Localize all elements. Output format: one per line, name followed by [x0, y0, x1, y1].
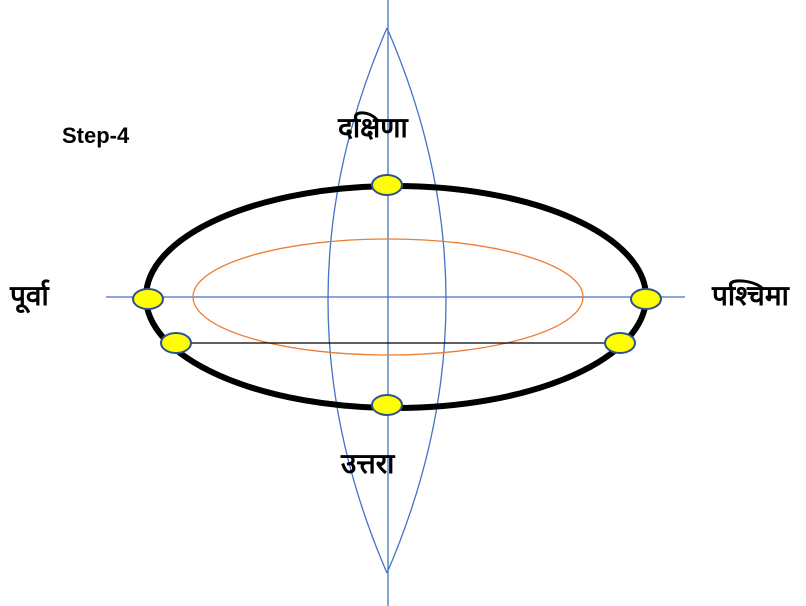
left-construction-arc	[327, 27, 388, 574]
south-direction-label: दक्षिणा	[338, 111, 408, 144]
west-direction-label: पश्चिमा	[712, 279, 789, 312]
inner-ellipse	[192, 238, 584, 356]
step-label: Step-4	[62, 123, 130, 148]
east-marker	[132, 288, 164, 310]
south-marker	[371, 174, 403, 196]
west-marker	[630, 288, 662, 310]
right-construction-arc	[386, 27, 447, 574]
chord-right-marker	[604, 332, 636, 354]
north-marker	[371, 394, 403, 416]
north-direction-label: उत्तरा	[341, 447, 395, 480]
east-direction-label: पूर्वा	[10, 279, 49, 312]
chord-left-marker	[160, 332, 192, 354]
